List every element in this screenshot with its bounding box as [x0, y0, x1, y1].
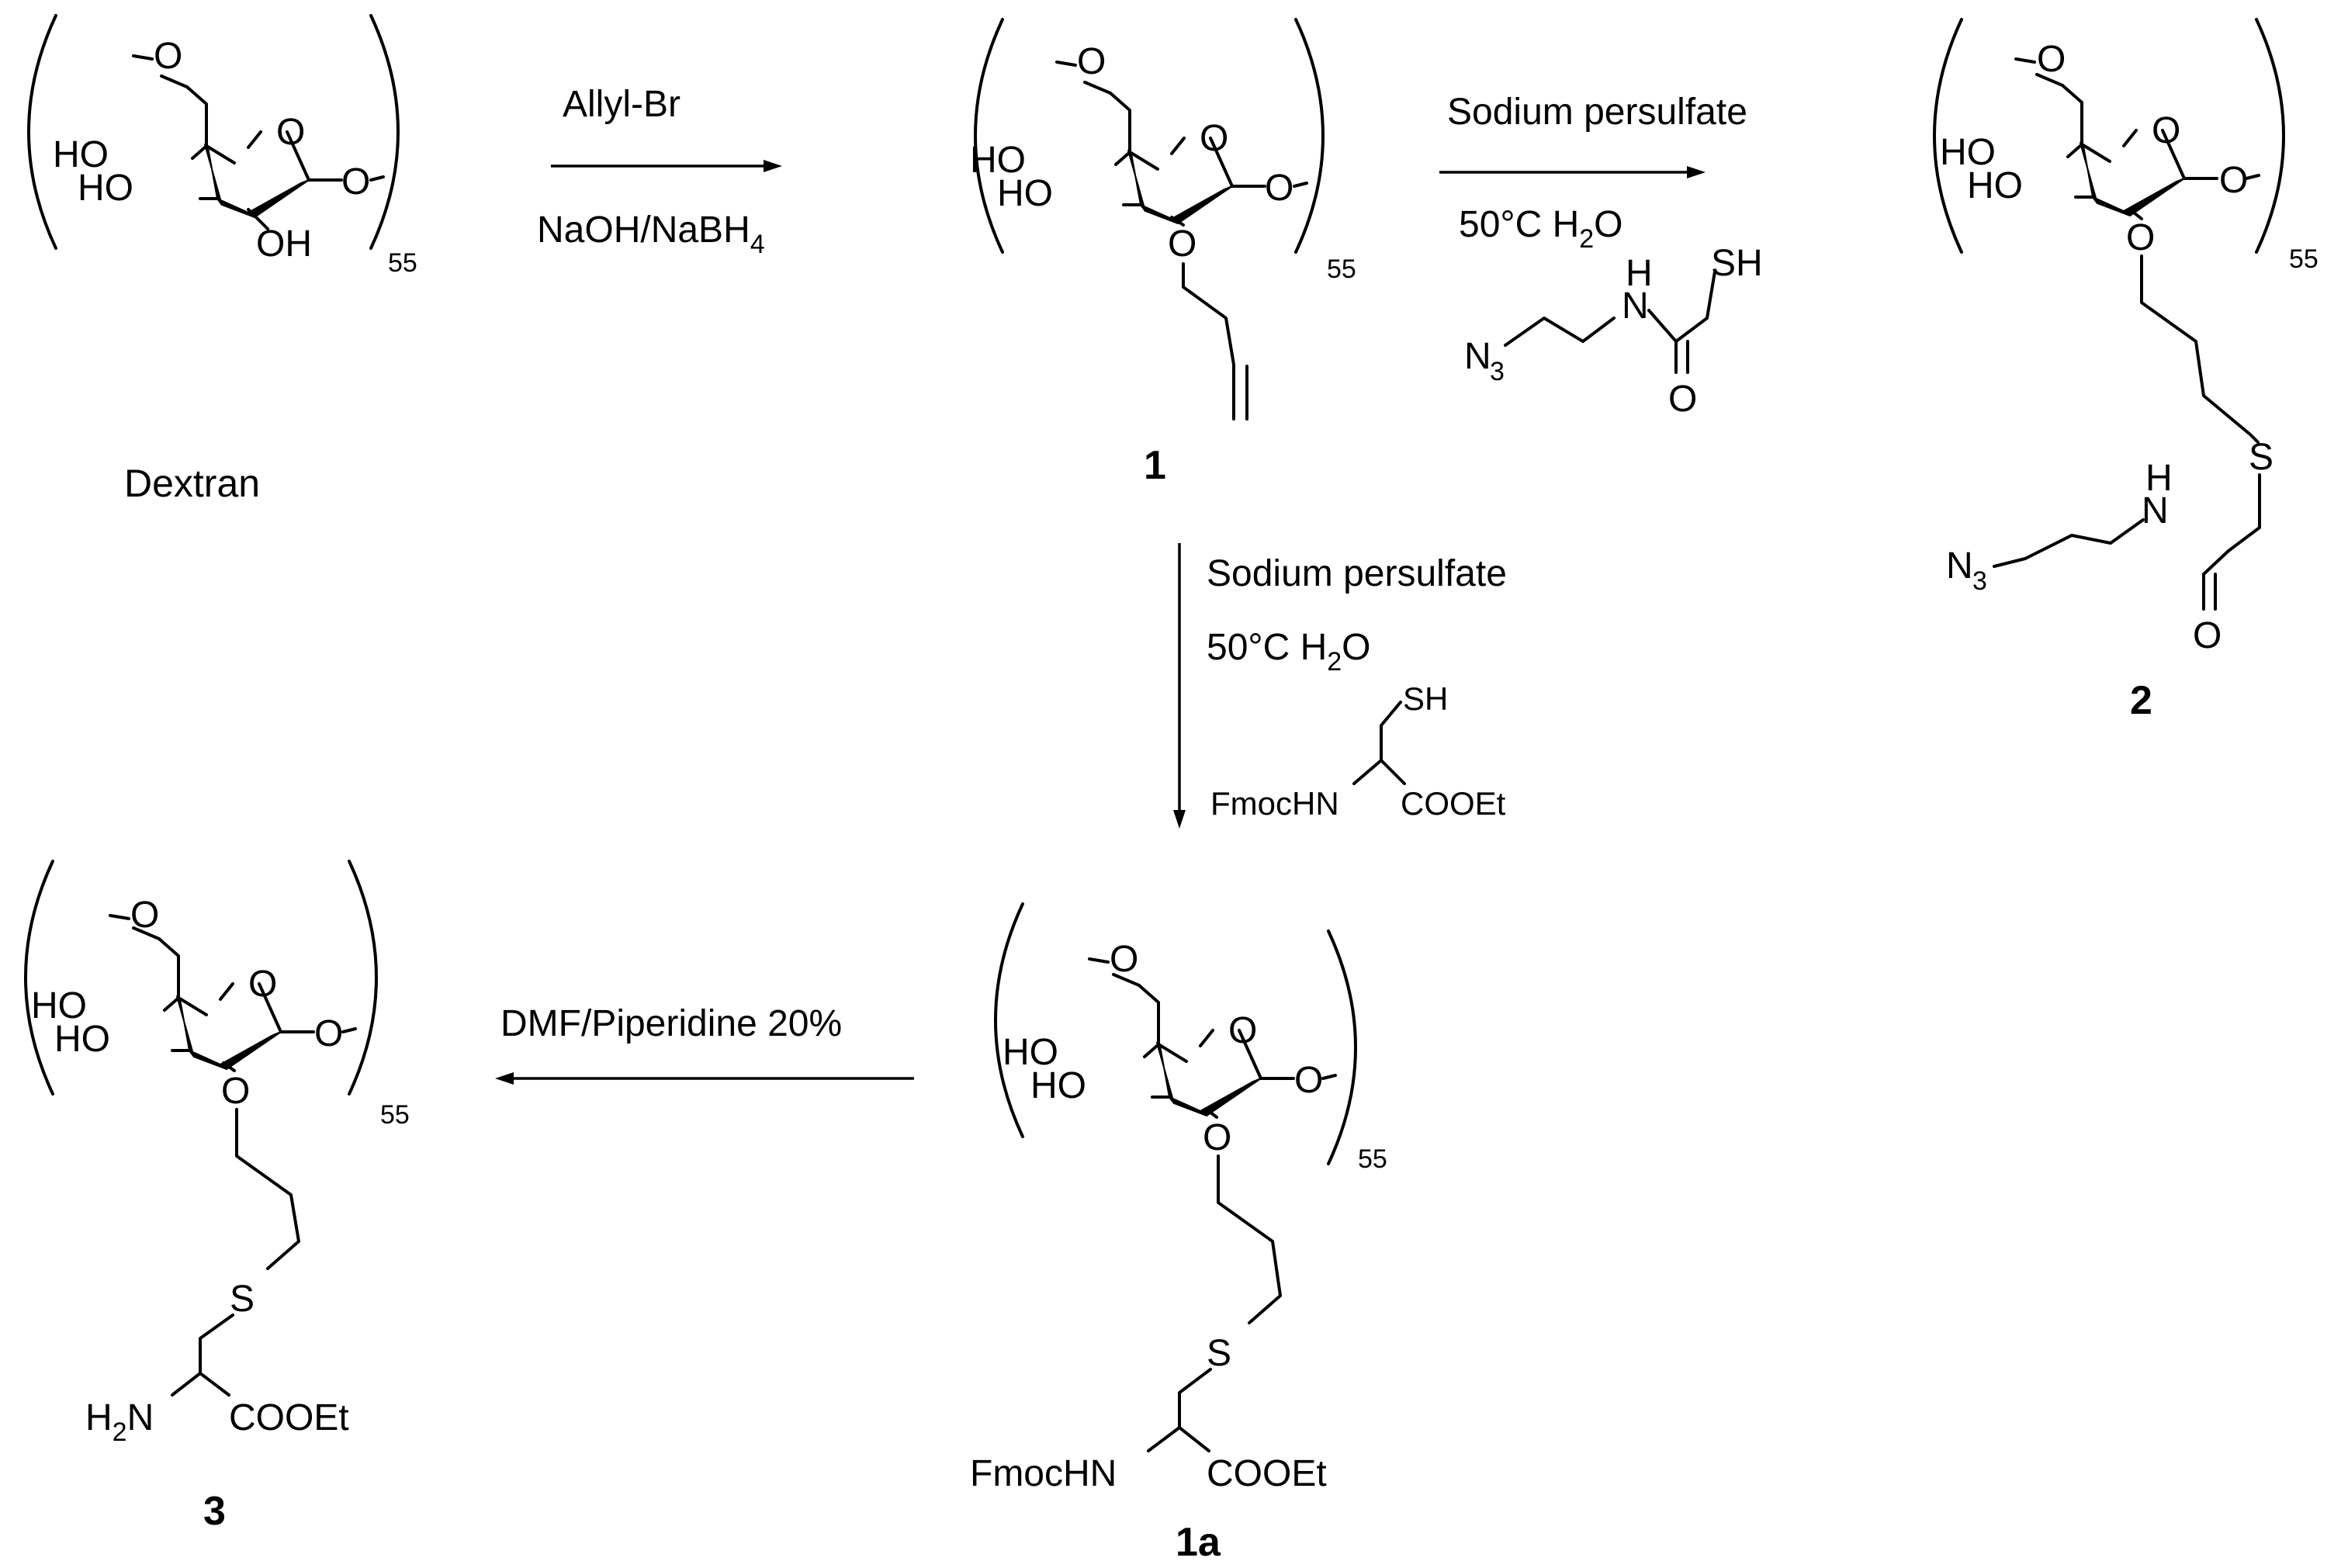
atom-ho-c4: HO [53, 134, 109, 175]
atom-o-glycosidic: O [341, 161, 370, 202]
atom-ho-c3: HO [997, 173, 1053, 214]
atom-ho-c3: HO [54, 1019, 110, 1060]
atom-o-glycosidic: O [314, 1013, 343, 1054]
reaction-arrow-2: Sodium persulfate 50°C H2O N 3 H N O SH [1439, 92, 1763, 420]
reagent-temp-h: 50°C H [1459, 204, 1579, 245]
atom-o-c6: O [130, 895, 159, 936]
atom-o-ether: O [1203, 1117, 1231, 1158]
atom-o-glycosidic: O [2219, 160, 2248, 201]
repeat-count: 55 [380, 1100, 410, 1130]
atom-ho-c4: HO [1003, 1032, 1058, 1073]
repeat-count: 55 [388, 248, 417, 278]
atom-o-glycosidic: O [1265, 168, 1293, 209]
reaction-arrow-3: Sodium persulfate 50°C H2O SH FmocHN COO… [1173, 543, 1507, 829]
atom-oh-c2: OH [256, 223, 312, 265]
atom-cooet: COOEt [229, 1397, 349, 1438]
reagent-h2o-sub: 2 [1327, 647, 1342, 677]
reagent-h2o-o: O [1594, 204, 1622, 245]
dextran-structure: O O HO HO OH O 55 Dextran [27, 14, 417, 505]
atom-cooet: COOEt [1401, 785, 1506, 822]
atom-fmochn: FmocHN [970, 1453, 1117, 1494]
compound-2-structure: O O HO HO O O S H N O N 3 55 2 [1933, 18, 2318, 723]
atom-o-ether: O [221, 1071, 250, 1112]
reagent-sodium-persulfate: Sodium persulfate [1207, 553, 1507, 594]
atom-h2n-h: H [85, 1397, 113, 1438]
atom-s: S [1207, 1333, 1231, 1374]
reagent-h2o-o: O [1342, 627, 1370, 668]
atom-cooet: COOEt [1207, 1453, 1327, 1494]
atom-h2n-n: N [127, 1397, 154, 1438]
compound-1a-structure: O O HO HO O O S FmocHN COOEt 55 1a [970, 902, 1387, 1565]
atom-h: H [1626, 253, 1653, 294]
atom-ho-c4: HO [31, 985, 87, 1026]
atom-ho-c4: HO [970, 140, 1026, 181]
reagent-nabh-sub: 4 [750, 230, 765, 259]
reaction-arrow-4: DMF/Piperidine 20% [495, 1003, 914, 1085]
atom-s: S [230, 1279, 255, 1320]
atom-ho-c4: HO [1940, 132, 1996, 173]
atom-o-c6: O [2037, 39, 2066, 80]
svg-text:50°C H2O: 50°C H2O [1459, 204, 1623, 254]
atom-ring-o: O [1228, 1010, 1257, 1051]
atom-n3-sub: 3 [1972, 566, 1987, 596]
atom-h2n: H2N [85, 1397, 154, 1447]
atom-n3: N [1946, 545, 1973, 587]
atom-ho-c3: HO [1030, 1065, 1086, 1106]
atom-o-c6: O [1110, 939, 1138, 980]
atom-o-glycosidic: O [1294, 1060, 1323, 1101]
atom-ho-c3: HO [1967, 165, 2023, 206]
reagent-naoh-nabh: NaOH/NaBH [537, 209, 750, 251]
dextran-label: Dextran [124, 462, 260, 505]
atom-ho-c3: HO [78, 168, 133, 209]
atom-n: N [1622, 286, 1649, 327]
atom-sh: SH [1403, 680, 1448, 717]
atom-s: S [2249, 437, 2273, 478]
svg-text:50°C H2O: 50°C H2O [1207, 627, 1371, 677]
atom-n3-sub: 3 [1490, 357, 1505, 386]
atom-sh: SH [1711, 243, 1763, 284]
svg-text:NaOH/NaBH4: NaOH/NaBH4 [537, 209, 765, 259]
atom-o-carbonyl: O [2193, 615, 2222, 656]
repeat-count: 55 [1358, 1144, 1387, 1174]
compound-1-number: 1 [1144, 443, 1166, 488]
atom-o-allyl: O [1168, 223, 1196, 265]
atom-ring-o: O [1200, 118, 1228, 159]
atom-fmochn: FmocHN [1210, 785, 1339, 822]
atom-o-c6: O [154, 36, 182, 77]
atom-ring-o: O [2152, 110, 2180, 151]
reagent-sodium-persulfate: Sodium persulfate [1447, 92, 1747, 133]
reagent-h2o-sub: 2 [1579, 224, 1594, 254]
compound-1a-number: 1a [1176, 1520, 1221, 1565]
compound-3-number: 3 [203, 1489, 226, 1534]
atom-h2n-sub: 2 [113, 1417, 127, 1447]
atom-h: H [2145, 458, 2173, 499]
atom-ring-o: O [248, 964, 277, 1005]
atom-n3: N [1464, 336, 1491, 377]
repeat-count: 55 [2289, 244, 2318, 274]
reagent-allyl-br: Allyl-Br [563, 84, 680, 125]
atom-o-ether: O [2126, 217, 2155, 258]
atom-ring-o: O [276, 112, 305, 153]
compound-1-structure: O O HO HO O O 55 1 [970, 18, 1356, 488]
reagent-dmf-piperidine: DMF/Piperidine 20% [500, 1003, 842, 1044]
atom-n: N [2142, 490, 2169, 531]
atom-o-carbonyl: O [1668, 379, 1697, 420]
compound-3-structure: O O HO HO O O S H2N COOEt 55 3 [24, 860, 410, 1534]
atom-o-c6: O [1077, 41, 1106, 82]
reagent-temp-h: 50°C H [1207, 627, 1327, 668]
compound-2-number: 2 [2130, 678, 2152, 723]
reaction-arrow-1: Allyl-Br NaOH/NaBH4 [537, 84, 782, 259]
repeat-count: 55 [1327, 254, 1356, 284]
